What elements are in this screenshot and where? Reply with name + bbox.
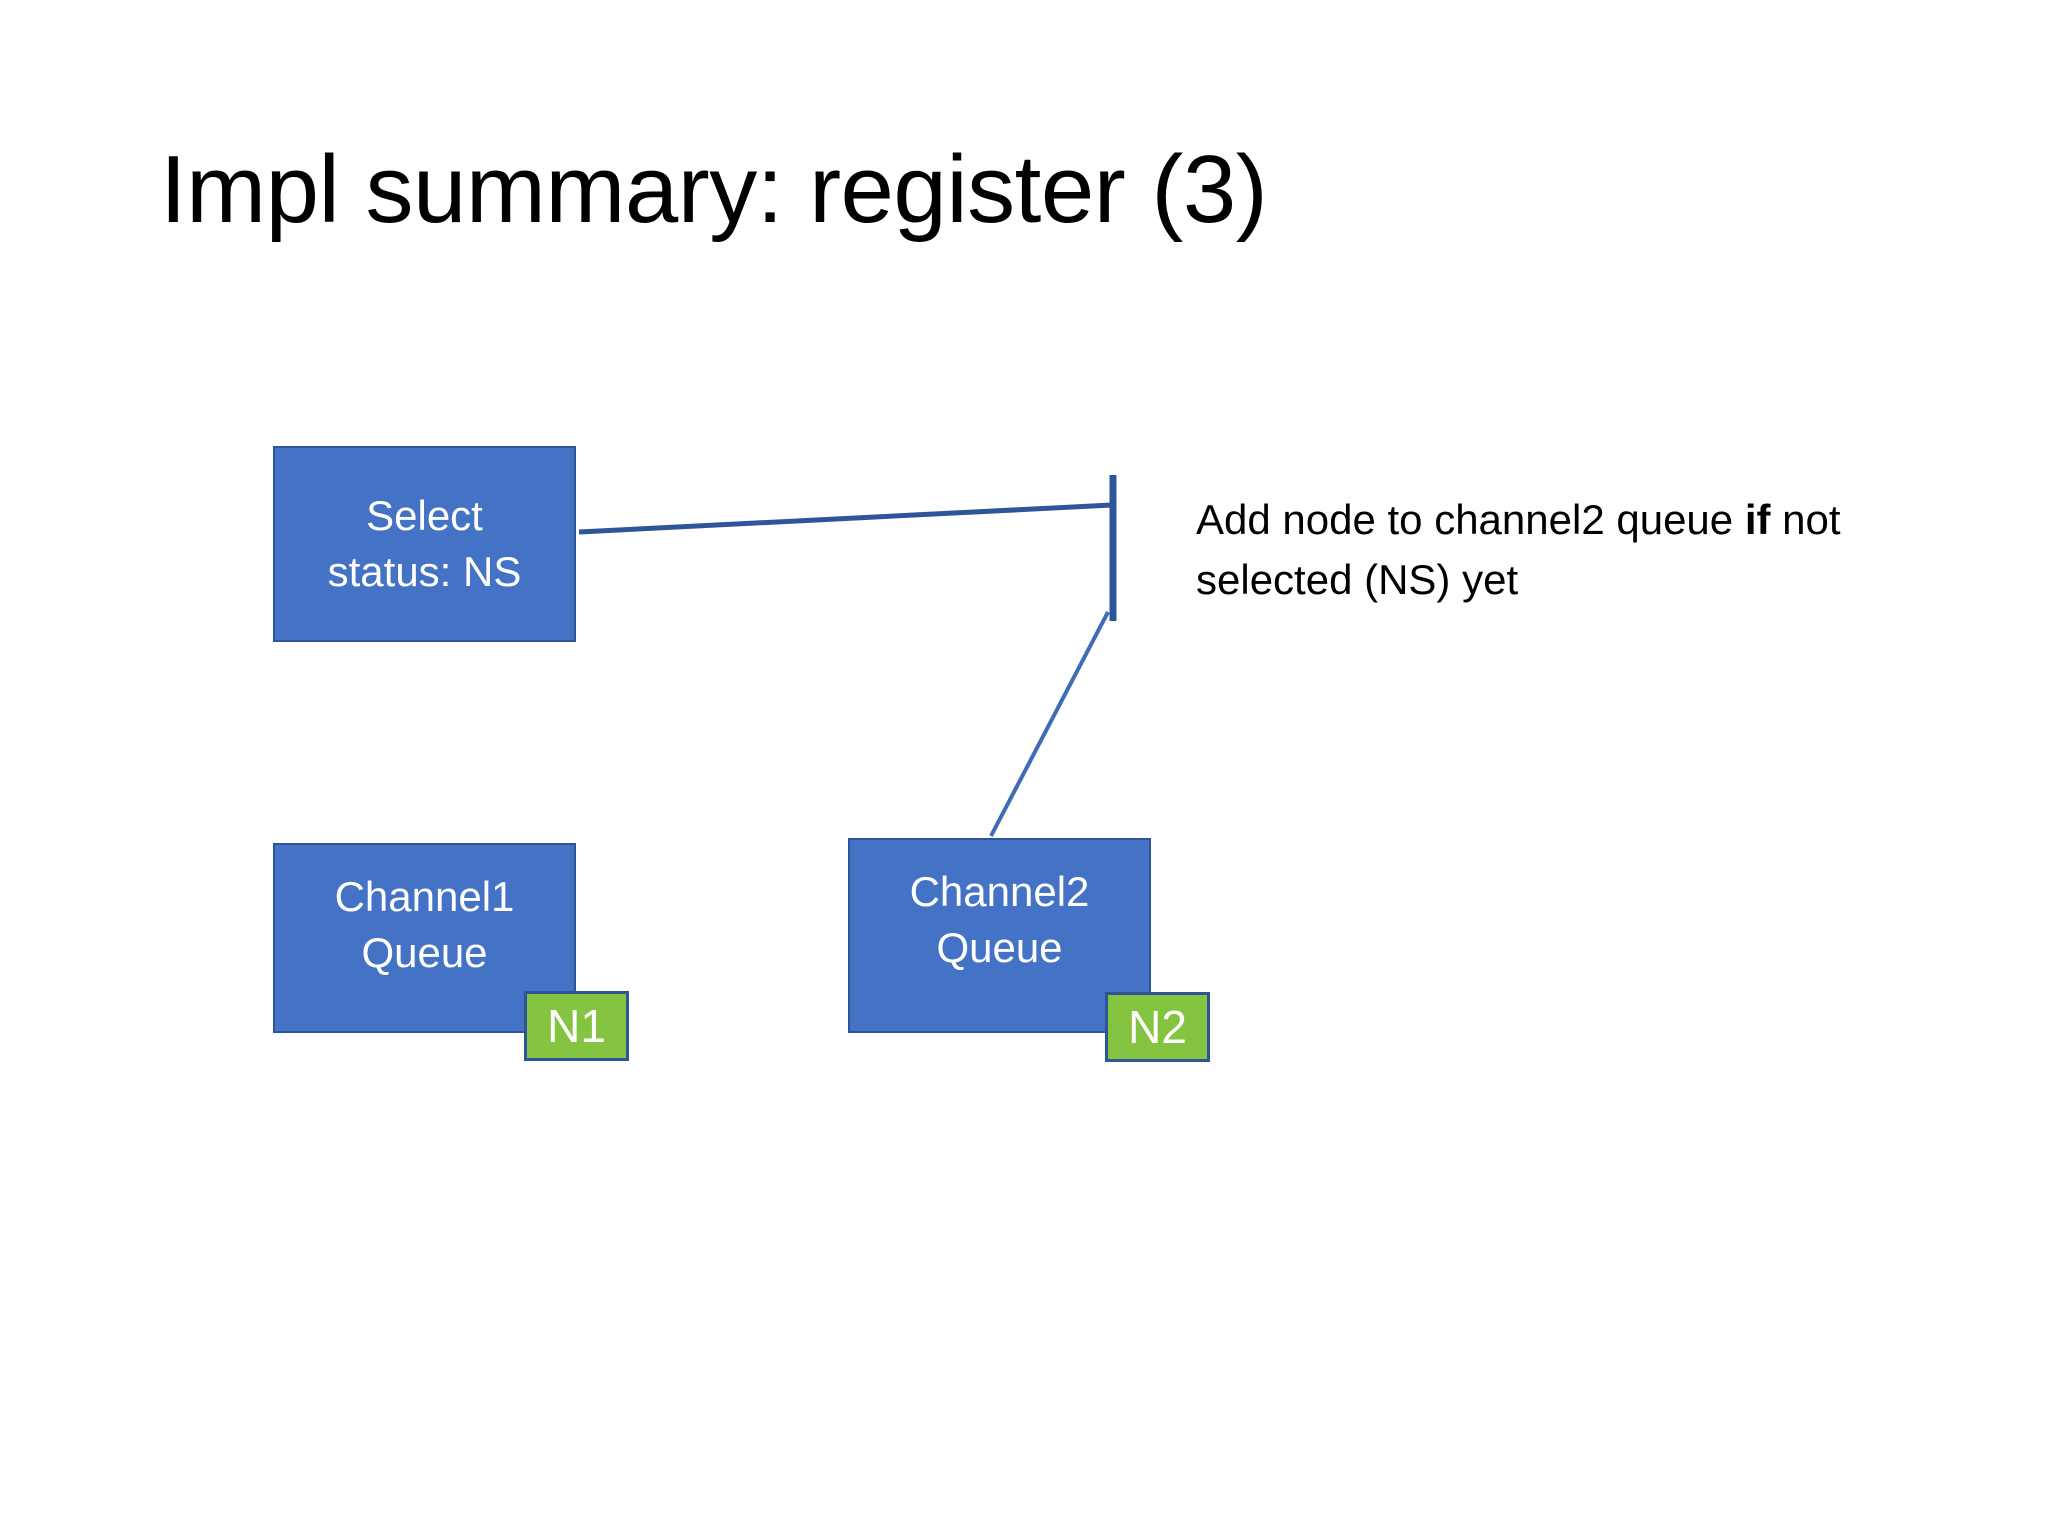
connector-bracket-to-channel2: [989, 611, 1110, 837]
channel1-box-line2: Queue: [361, 928, 488, 976]
channel2-box-line2: Queue: [936, 923, 1063, 971]
annotation-part2: not selected (NS) yet: [1196, 496, 1841, 603]
channel1-queue-box[interactable]: Channel1 Queue: [273, 843, 576, 1033]
select-box-line2: status: NS: [327, 548, 522, 595]
channel2-box-line1: Channel2: [909, 868, 1090, 915]
node-chip-n1[interactable]: N1: [524, 991, 629, 1061]
channel2-queue-box[interactable]: Channel2 Queue: [848, 838, 1151, 1033]
select-box-line1: Select: [366, 492, 483, 540]
annotation-text: Add node to channel2 queue if not select…: [1196, 490, 1916, 609]
annotation-part1: Add node to channel2 queue: [1196, 496, 1745, 543]
channel1-box-line1: Channel1: [334, 873, 515, 920]
select-status-box[interactable]: Select status: NS: [273, 446, 576, 642]
node-chip-n2[interactable]: N2: [1105, 992, 1210, 1062]
page-title: Impl summary: register (3): [160, 136, 1268, 243]
connector-select-to-bracket: [578, 502, 1113, 535]
annotation-emphasis: if: [1744, 496, 1771, 543]
